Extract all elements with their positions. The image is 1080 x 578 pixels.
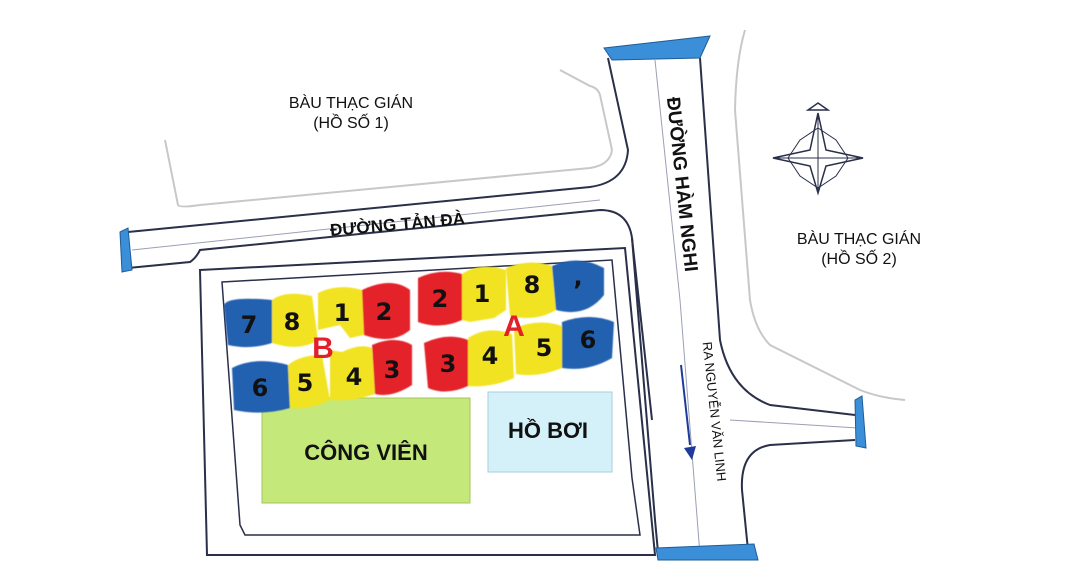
lake-1-outline: [164, 69, 614, 208]
a-unit-8-number: 8: [524, 271, 541, 299]
a-unit-2: [418, 271, 462, 326]
b-unit-1-number: 1: [334, 299, 351, 327]
ham-nghi-road-west-edge: [631, 237, 659, 553]
block-b-buildings: [224, 283, 412, 413]
pool-area: [487, 391, 613, 473]
park-label: CÔNG VIÊN: [304, 440, 427, 465]
b-unit-7-number: 7: [241, 311, 258, 339]
a-unit-5-number: 5: [536, 334, 553, 362]
a-unit-4-number: 4: [482, 342, 499, 370]
a-unit-8: [506, 262, 556, 318]
b-unit-5: [288, 355, 330, 409]
a-unit-4: [468, 330, 514, 387]
a-unit-2-number: 2: [432, 285, 449, 313]
road-end-cap-east: [854, 395, 867, 449]
east-road-centerline: [729, 419, 859, 429]
tan-da-road-fill: [125, 55, 720, 268]
a-unit-5: [514, 322, 562, 376]
ham-nghi-road-centerline: [654, 59, 701, 556]
ham-nghi-road-east-edge: [699, 57, 856, 416]
block-a-letter: A: [503, 310, 525, 343]
road-end-cap-south: [655, 543, 759, 561]
block-b-letter: B: [312, 332, 334, 365]
b-unit-4: [330, 346, 375, 401]
tan-da-road-centerline: [131, 199, 601, 251]
b-unit-8-number: 8: [284, 308, 301, 336]
bau-thac-gian-1-label-line2: (HỒ SỐ 1): [313, 112, 389, 132]
a-unit-comma-number: ,: [573, 263, 582, 291]
a-unit-3: [424, 336, 468, 392]
a-unit-6: [562, 317, 614, 369]
b-unit-2-number: 2: [376, 298, 393, 326]
b-unit-4-number: 4: [346, 363, 363, 391]
compass-rose-icon: [772, 102, 864, 196]
b-unit-7: [224, 298, 272, 348]
b-unit-8: [272, 293, 318, 347]
pool-label: HỒ BƠI: [508, 418, 588, 443]
a-unit-6-number: 6: [580, 326, 597, 354]
a-unit-3-number: 3: [440, 350, 457, 378]
b-unit-6-number: 6: [252, 374, 269, 402]
a-unit-1: [462, 266, 506, 322]
b-unit-3-number: 3: [384, 356, 401, 384]
bau-thac-gian-2-label-line1: BÀU THẠC GIÁN: [797, 229, 921, 248]
b-unit-1: [318, 287, 364, 338]
park-area: [261, 397, 471, 504]
bau-thac-gian-2-label-line2: (HỒ SỐ 2): [821, 248, 897, 268]
b-unit-6: [232, 361, 290, 413]
road-end-cap-west: [119, 227, 133, 273]
compound-inner-boundary: [221, 259, 641, 536]
ham-nghi-road-south-east-edge: [740, 439, 856, 551]
block-a-buildings: [418, 260, 614, 392]
nguyen-van-linh-direction-label: RA NGUYỄN VĂN LINH: [700, 341, 730, 482]
road-end-caps: [119, 35, 867, 561]
lake-2-outline: [733, 29, 906, 401]
b-unit-2: [362, 283, 410, 339]
road-end-cap-north: [603, 35, 711, 61]
a-unit-comma: [552, 260, 604, 313]
tan-da-road-south-edge: [127, 208, 653, 421]
b-unit-3: [372, 340, 412, 395]
bau-thac-gian-1-label-line1: BÀU THẠC GIÁN: [289, 93, 413, 112]
tan-da-road-north-edge: [127, 57, 630, 233]
a-unit-1-number: 1: [474, 280, 491, 308]
direction-arrow-icon: [680, 364, 696, 460]
b-unit-5-number: 5: [297, 369, 314, 397]
